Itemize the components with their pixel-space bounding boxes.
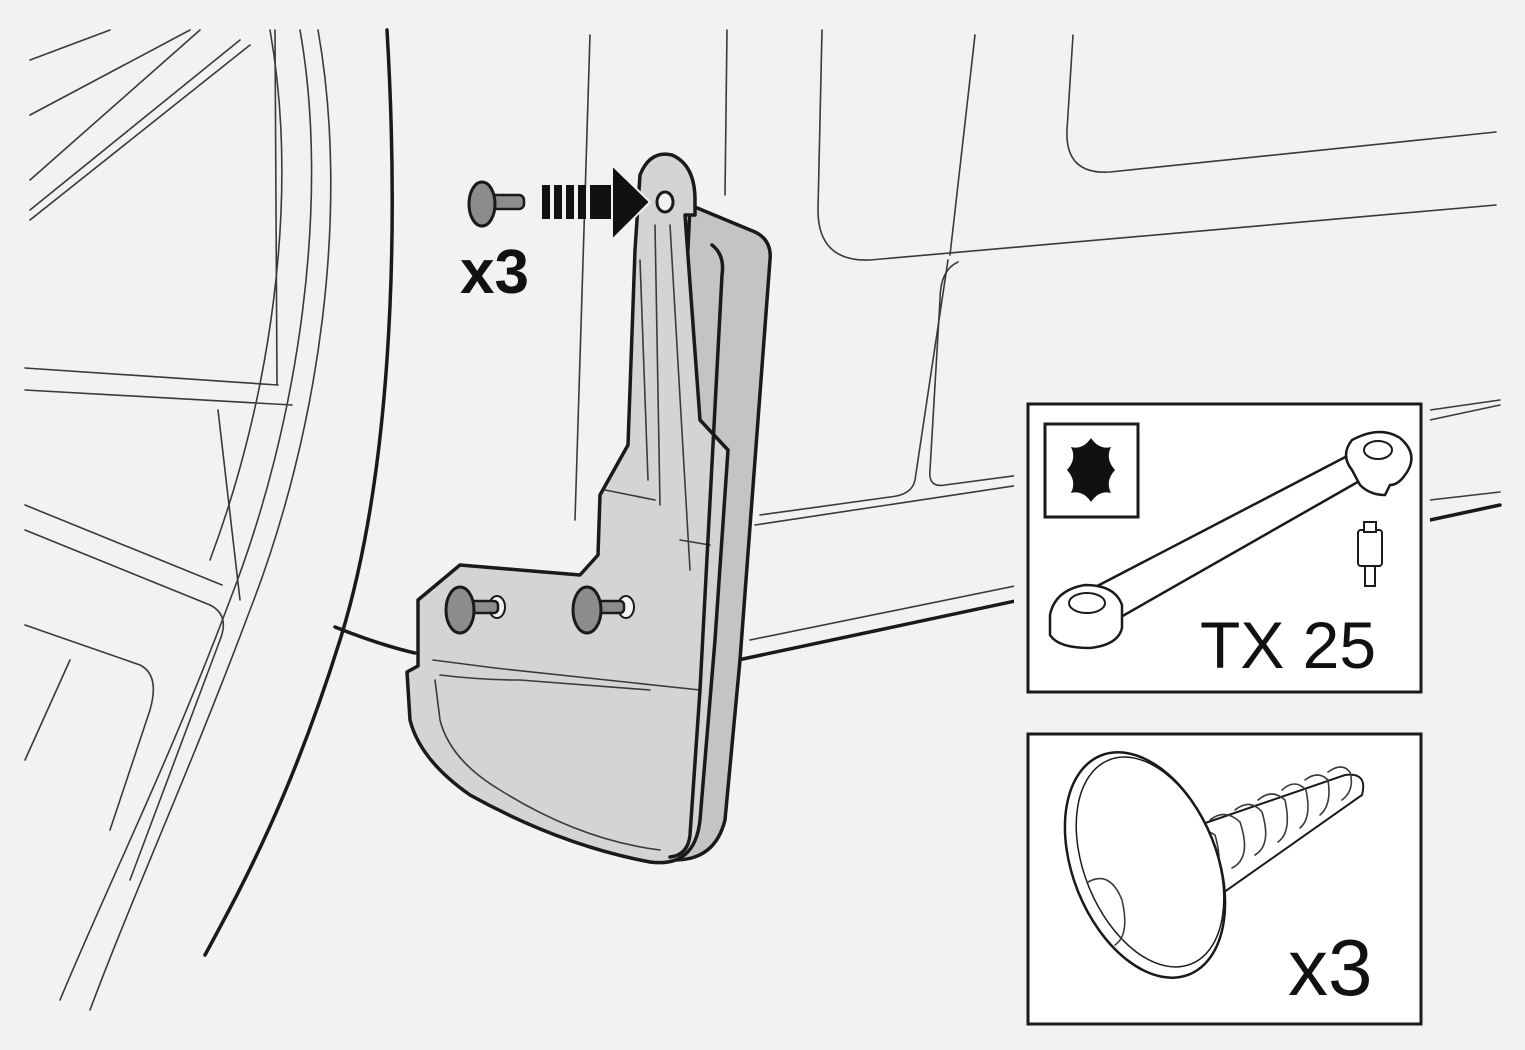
screw-panel: x3 [1014, 720, 1430, 1034]
installed-screw [444, 585, 500, 635]
tool-panel: TX 25 [1014, 390, 1430, 702]
main-quantity-label: x3 [460, 238, 529, 307]
insert-arrow-icon [542, 162, 652, 243]
screw-icon [467, 180, 526, 228]
installed-screw [571, 585, 626, 635]
vehicle-body-outline [24, 28, 1502, 1011]
self-tapping-screw-icon [1063, 751, 1365, 979]
screw-quantity-label: x3 [1288, 923, 1373, 1012]
mud-flap [405, 152, 772, 865]
torx-wrench-icon [1048, 430, 1413, 650]
tool-size-label: TX 25 [1200, 608, 1376, 682]
torx-star-icon [1043, 422, 1140, 519]
